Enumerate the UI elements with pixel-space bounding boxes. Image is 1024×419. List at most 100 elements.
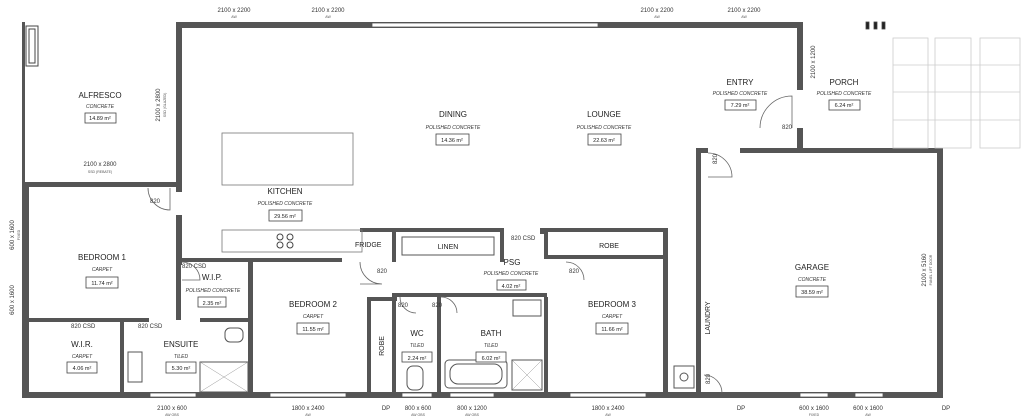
svg-text:POLISHED CONCRETE: POLISHED CONCRETE (817, 91, 872, 97)
svg-text:DP: DP (942, 406, 950, 412)
svg-text:11.74 m²: 11.74 m² (91, 281, 112, 287)
svg-text:5.30 m²: 5.30 m² (172, 366, 191, 372)
room-entry: ENTRY POLISHED CONCRETE 7.29 m² (713, 78, 768, 111)
door-label: 820 (782, 125, 793, 131)
room-wc: WC TILED 2.24 m² (401, 329, 433, 363)
room-alfresco: ALFRESCO CONCRETE 14.89 m² (78, 91, 122, 124)
svg-text:CONCRETE: CONCRETE (86, 104, 115, 110)
svg-text:4.02 m²: 4.02 m² (502, 284, 521, 290)
svg-text:AW: AW (741, 15, 747, 19)
svg-text:POLISHED CONCRETE: POLISHED CONCRETE (258, 201, 313, 207)
svg-text:PSG: PSG (504, 258, 521, 267)
room-bedroom-3: BEDROOM 3 CARPET 11.66 m² (588, 300, 637, 335)
door-label: 820 (150, 199, 161, 205)
svg-text:2100 x 2800: 2100 x 2800 (83, 162, 117, 168)
door-label: 820 CSD (71, 324, 96, 330)
door-label: 820 CSD (511, 236, 536, 242)
door-label: 820 (569, 269, 580, 275)
svg-text:FIXED: FIXED (17, 229, 21, 240)
shower-ensuite (199, 361, 249, 393)
svg-text:11.55 m²: 11.55 m² (302, 327, 323, 333)
room-wir: W.I.R. CARPET 4.06 m² (66, 340, 98, 374)
door-label: 820 (398, 303, 409, 309)
room-dining: DINING POLISHED CONCRETE 14.36 m² (426, 110, 481, 146)
window-dims-side: 2100 x 2800 SSD (GLAZED) 2100 x 2800 SSD… (10, 45, 817, 315)
vanity-ensuite (127, 351, 143, 383)
room-garage: GARAGE CONCRETE 38.59 m² (795, 263, 829, 298)
svg-text:CARPET: CARPET (72, 354, 93, 360)
door-label: 820 CSD (138, 324, 163, 330)
svg-text:POLISHED CONCRETE: POLISHED CONCRETE (484, 271, 539, 277)
door-swings (147, 95, 793, 394)
svg-text:POLISHED CONCRETE: POLISHED CONCRETE (713, 91, 768, 97)
svg-text:2.35 m²: 2.35 m² (203, 301, 222, 307)
svg-text:BATH: BATH (481, 329, 502, 338)
door-label: 820 (432, 303, 443, 309)
svg-text:KITCHEN: KITCHEN (267, 187, 302, 196)
svg-text:CARPET: CARPET (92, 267, 113, 273)
svg-text:DINING: DINING (439, 110, 467, 119)
svg-text:FIXED: FIXED (809, 413, 820, 417)
room-bedroom-2: BEDROOM 2 CARPET 11.55 m² (289, 300, 338, 335)
svg-text:TILED: TILED (484, 343, 499, 349)
svg-text:AW OBS: AW OBS (465, 413, 480, 417)
svg-text:2100 x 2200: 2100 x 2200 (727, 8, 761, 14)
svg-text:2100 x 600: 2100 x 600 (157, 406, 187, 412)
svg-text:14.36 m²: 14.36 m² (441, 138, 463, 144)
alfresco-post (25, 25, 39, 67)
svg-text:ALFRESCO: ALFRESCO (78, 91, 121, 100)
room-porch: PORCH POLISHED CONCRETE 6.24 m² (817, 78, 872, 111)
room-psg: PSG POLISHED CONCRETE 4.02 m² (484, 258, 539, 291)
svg-text:2100 x 1200: 2100 x 1200 (811, 45, 817, 79)
svg-text:PORCH: PORCH (830, 78, 859, 87)
svg-text:14.89 m²: 14.89 m² (89, 116, 111, 122)
room-bath: BATH TILED 6.02 m² (475, 329, 507, 363)
kitchen-bench (221, 229, 363, 253)
door-label: 820 (377, 269, 388, 275)
robe-label-bed3: ROBE (599, 243, 619, 250)
kitchen-island (221, 132, 354, 186)
svg-text:2100 x 2200: 2100 x 2200 (217, 8, 251, 14)
svg-text:2100 x 2200: 2100 x 2200 (640, 8, 674, 14)
svg-text:4.06 m²: 4.06 m² (73, 366, 92, 372)
garage-door-sub: PANEL LIFT DOOR (929, 254, 933, 285)
svg-text:800 x 1200: 800 x 1200 (457, 406, 487, 412)
toilet-ensuite (224, 327, 244, 343)
door-label: 820 CSD (182, 264, 207, 270)
svg-text:WC: WC (410, 329, 424, 338)
svg-text:SSD (GLAZED): SSD (GLAZED) (163, 93, 167, 118)
svg-text:W.I.R.: W.I.R. (71, 340, 93, 349)
walls (22, 22, 943, 398)
toilet-wc (406, 365, 424, 391)
svg-text:AW OBS: AW OBS (165, 413, 180, 417)
driveway-grid (892, 37, 1021, 149)
svg-text:AW: AW (654, 15, 660, 19)
svg-text:600 x 1600: 600 x 1600 (853, 406, 883, 412)
svg-text:600 x 1600: 600 x 1600 (799, 406, 829, 412)
svg-text:DP: DP (382, 406, 390, 412)
room-kitchen: KITCHEN POLISHED CONCRETE 29.56 m² (258, 187, 313, 222)
svg-text:ENSUITE: ENSUITE (164, 340, 199, 349)
garage-door-label: 2100 x 5160 (922, 253, 928, 287)
room-lounge: LOUNGE POLISHED CONCRETE 22.63 m² (577, 110, 632, 146)
svg-text:AW: AW (865, 413, 871, 417)
svg-text:DP: DP (737, 406, 745, 412)
robe-label-bed2: ROBE (379, 336, 386, 356)
svg-text:AW: AW (305, 413, 311, 417)
svg-text:AW: AW (325, 15, 331, 19)
svg-text:BEDROOM 3: BEDROOM 3 (588, 300, 637, 309)
fridge-label: FRIDGE (355, 242, 382, 249)
room-wip: W.I.P. POLISHED CONCRETE 2.35 m² (186, 273, 241, 308)
svg-text:AW OBS: AW OBS (411, 413, 426, 417)
svg-text:1800 x 2400: 1800 x 2400 (291, 406, 325, 412)
bathtub (444, 359, 508, 389)
svg-text:38.59 m²: 38.59 m² (801, 290, 823, 296)
svg-text:11.66 m²: 11.66 m² (601, 327, 622, 333)
door-label: 820 (713, 153, 719, 164)
window-dims-bottom: 2100 x 600 AW OBS 1800 x 2400 AW DP 800 … (157, 406, 950, 417)
svg-text:LOUNGE: LOUNGE (587, 110, 621, 119)
svg-text:6.02 m²: 6.02 m² (482, 356, 501, 362)
svg-text:22.63 m²: 22.63 m² (593, 138, 615, 144)
porch-columns (865, 21, 886, 30)
svg-text:CARPET: CARPET (602, 314, 623, 320)
